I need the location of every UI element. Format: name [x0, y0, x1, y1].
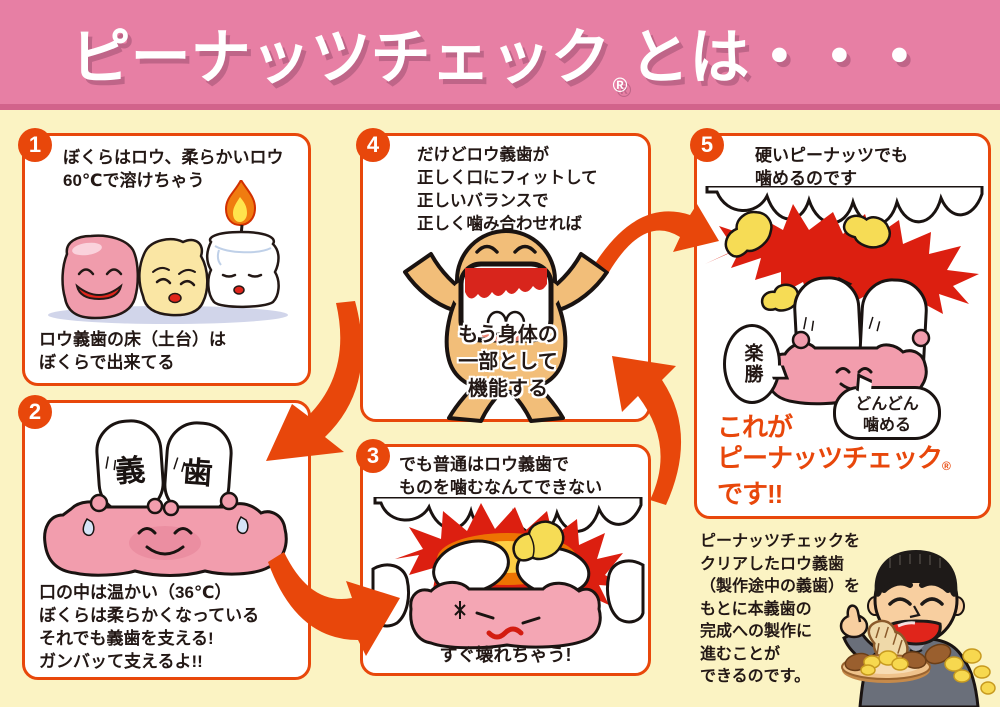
speech-bubble-chew-line: 噛める — [862, 417, 911, 434]
panel-step-2: 2 義 歯 口の中は温かい（36℃） ぼくらは柔らかくなっている それでも義歯を… — [18, 395, 311, 680]
highlight-line: です!! — [717, 479, 783, 509]
footer-note: ピーナッツチェックを クリアしたロウ義歯 （製作途中の義歯）を もとに本義歯の … — [700, 531, 860, 689]
panel-2-line: ガンバッて支えるよ!! — [39, 652, 203, 671]
panel-4-line: 正しく噛み合わせれば — [417, 215, 582, 233]
panel-4-body-line: もう身体の — [458, 324, 558, 346]
peanuts-on-plate — [844, 650, 927, 676]
peanut-icon — [512, 520, 565, 562]
step-5-badge: 5 — [690, 128, 724, 162]
panel-1-caption-line: ロウ義歯の床（土台）は — [39, 330, 226, 349]
highlight-line: これが — [717, 412, 793, 442]
panel-4-body-line: 機能する — [468, 378, 548, 400]
panel-step-4: 4 だけどロウ義歯が 正しく口にフィットして 正しいバランスで 正しく噛み合わせ… — [356, 128, 651, 423]
panel-3-line: ものを噛むなんてできない — [399, 478, 603, 497]
panel-step-5: 5 硬いピーナッツでも 噛めるのです 楽勝 どんどん 噛める これが ピーナッツ… — [690, 128, 991, 519]
step-1-badge: 1 — [18, 128, 52, 162]
panel-3-text: でも普通はロウ義歯で ものを噛むなんてできない — [399, 453, 602, 499]
wax-characters-illustration — [48, 180, 288, 324]
panel-1-caption: ロウ義歯の床（土台）は ぼくらで出来てる — [39, 328, 226, 374]
page-title-suffix: とは・・・ — [629, 23, 930, 91]
yellow-wax-character — [138, 238, 209, 317]
panel-1-line: ぼくらはロウ、柔らかいロウ — [63, 148, 284, 167]
peanut-icon — [867, 619, 909, 667]
panel-2-text: 口の中は温かい（36℃） ぼくらは柔らかくなっている それでも義歯を支える! ガ… — [39, 581, 259, 673]
panel-3-line: でも普通はロウ義歯で — [399, 455, 569, 474]
step-3-badge: 3 — [356, 439, 390, 473]
panel-5-line: 噛めるのです — [755, 169, 857, 188]
footer-note-line: （製作途中の義歯）を — [700, 578, 861, 595]
panel-4-body-line: 一部として — [458, 351, 558, 373]
step-4-badge: 4 — [356, 128, 390, 162]
registered-trademark-icon: ® — [612, 74, 628, 97]
panel-2-line: 口の中は温かい（36℃） — [39, 583, 232, 602]
panel-2-line: ぼくらは柔らかくなっている — [39, 606, 260, 625]
panel-4-line: 正しいバランスで — [417, 192, 549, 210]
sweat-drop-icon — [82, 517, 95, 537]
panel-4-line: 正しく口にフィットして — [417, 169, 598, 187]
panel-4-body-text: もう身体の 一部として 機能する — [413, 322, 603, 403]
pink-wax-character — [61, 234, 139, 320]
panel-2-line: それでも義歯を支える! — [39, 629, 214, 648]
panel-1-text: ぼくらはロウ、柔らかいロウ 60℃で溶けちゃう — [63, 146, 284, 192]
hair — [874, 550, 958, 597]
speech-bubble-easy-text: 楽勝 — [741, 343, 763, 385]
panel-4-line: だけどロウ義歯が — [417, 146, 549, 164]
footer-note-line: できるのです。 — [700, 668, 811, 685]
speech-bubble-chew: どんどん 噛める — [833, 386, 941, 440]
page-title: ピーナッツチェック®とは・・・ — [70, 9, 930, 97]
highlight-line: ピーナッツチェック® — [717, 443, 951, 473]
candle-wax-character — [206, 180, 280, 309]
footer-note-line: もとに本義歯の — [700, 600, 812, 618]
footer-note-line: 完成への製作に — [700, 623, 813, 640]
header-banner: ピーナッツチェック®とは・・・ — [0, 0, 1000, 110]
step-2-badge: 2 — [18, 395, 52, 429]
scattered-peanuts — [924, 643, 996, 695]
registered-trademark-icon: ® — [942, 459, 951, 473]
sweat-drop-icon — [236, 515, 249, 535]
panel-1-line: 60℃で溶けちゃう — [63, 171, 205, 190]
panel-step-1: 1 ぼくらはロウ、柔らかいロウ 60℃で溶けちゃう — [18, 128, 311, 386]
panel-5-highlight-text: これが ピーナッツチェック® です!! — [717, 412, 951, 510]
broken-denture-illustration — [371, 497, 645, 650]
panel-3-caption: すぐ壊れちゃう! — [439, 645, 572, 665]
dentist-eating-peanuts-illustration — [839, 550, 996, 707]
speech-bubble-easy: 楽勝 — [723, 324, 781, 404]
footer-note-line: クリアしたロウ義歯 — [700, 555, 845, 573]
footer-note-line: 進むことが — [700, 645, 781, 663]
tooth-right-label: 歯 — [182, 456, 214, 491]
page-title-main: ピーナッツチェック — [70, 23, 611, 91]
tooth-left-label: 義 — [114, 454, 146, 489]
panel-5-line: 硬いピーナッツでも — [755, 146, 908, 165]
denture-base-illustration: 義 歯 — [43, 419, 288, 577]
footer-note-line: ピーナッツチェックを — [700, 533, 861, 550]
speech-bubble-chew-line: どんどん — [855, 396, 919, 413]
panel-1-caption-line: ぼくらで出来てる — [39, 353, 175, 372]
denture-mascot-illustration — [403, 229, 609, 423]
panel-5-text: 硬いピーナッツでも 噛めるのです — [755, 144, 908, 190]
panel-4-text: だけどロウ義歯が 正しく口にフィットして 正しいバランスで 正しく噛み合わせれば — [417, 144, 598, 236]
panel-step-3: 3 でも普通はロウ義歯で ものを噛むなんてできない すぐ壊れちゃう! — [356, 439, 651, 676]
